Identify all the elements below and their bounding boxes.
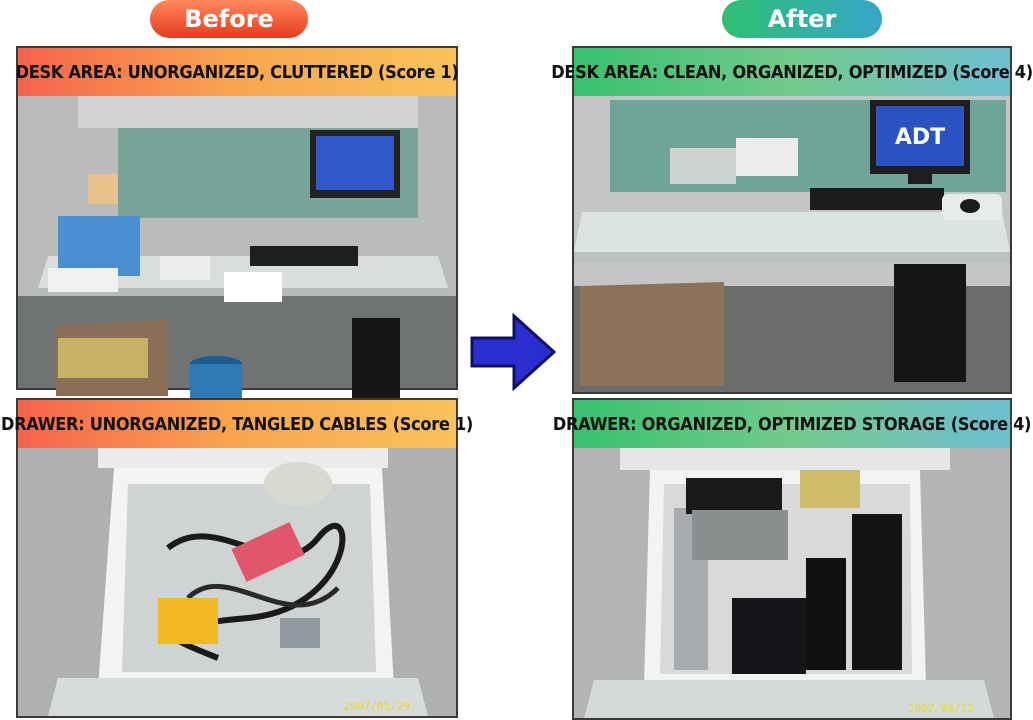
before-desk-photo	[18, 96, 456, 410]
before-drawer-banner: DRAWER: UNORGANIZED, TANGLED CABLES (Sco…	[1, 400, 473, 448]
before-drawer-photo: 2007/05/29	[18, 448, 456, 716]
after-desk-banner: DESK AREA: CLEAN, ORGANIZED, OPTIMIZED (…	[551, 48, 1033, 96]
monitor-logo: ADT	[895, 125, 945, 150]
before-desk-panel: DESK AREA: UNORGANIZED, CLUTTERED (Score…	[16, 46, 459, 410]
after-label: After	[722, 0, 882, 38]
after-desk-photo: ADT	[574, 96, 1010, 392]
after-drawer-banner: DRAWER: ORGANIZED, OPTIMIZED STORAGE (Sc…	[553, 400, 1031, 448]
after-drawer-photo: 2007/08/23	[574, 448, 1010, 718]
after-drawer-timestamp: 2007/08/23	[908, 702, 974, 715]
before-desk-banner: DESK AREA: UNORGANIZED, CLUTTERED (Score…	[16, 48, 459, 96]
before-label: Before	[150, 0, 308, 38]
after-drawer-panel: DRAWER: ORGANIZED, OPTIMIZED STORAGE (Sc…	[553, 398, 1031, 720]
before-drawer-panel: DRAWER: UNORGANIZED, TANGLED CABLES (Sco…	[1, 398, 473, 718]
after-desk-panel: DESK AREA: CLEAN, ORGANIZED, OPTIMIZED (…	[551, 46, 1033, 394]
before-drawer-timestamp: 2007/05/29	[344, 700, 410, 713]
arrow-right-icon	[470, 312, 557, 392]
